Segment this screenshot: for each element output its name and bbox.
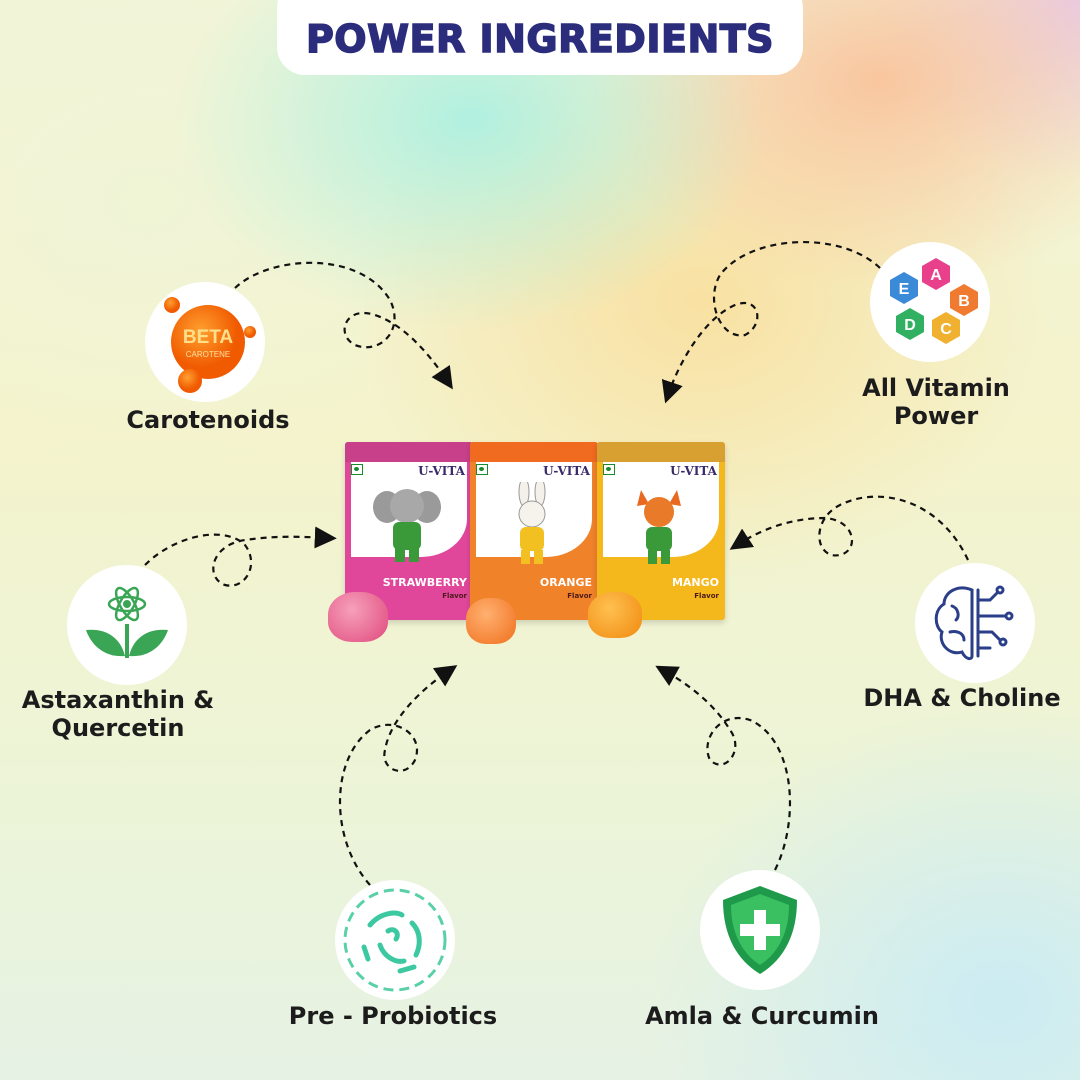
elephant-mascot-icon xyxy=(373,489,441,562)
label-astaxanthin: Astaxanthin &Quercetin xyxy=(22,686,214,742)
orange-gummy xyxy=(466,598,516,644)
label-dha: DHA & Choline xyxy=(863,684,1061,712)
label-probiotics: Pre - Probiotics xyxy=(288,1002,498,1030)
astaxanthin-icon-circle xyxy=(67,565,187,685)
vitamin-a: A xyxy=(930,267,942,284)
label-carotenoids: Carotenoids xyxy=(126,406,290,434)
flavor-sub: Flavor xyxy=(694,592,719,600)
arrow-probiotics xyxy=(338,665,458,886)
carotene-text: CAROTENE xyxy=(186,350,230,359)
dha-icon-circle xyxy=(915,563,1035,683)
title-banner: POWER INGREDIENTS xyxy=(277,0,803,75)
brand-name: U-VITA xyxy=(543,464,590,478)
vitamins-icon-circle: A B C D E xyxy=(870,242,990,362)
amla-icon-circle xyxy=(700,870,820,990)
bacteria-icon xyxy=(343,888,447,992)
flavor-name: ORANGE xyxy=(539,576,592,589)
fox-mascot-icon xyxy=(637,490,681,564)
arrow-vitamins xyxy=(661,241,881,404)
product-pack-strawberry: U-VITA STRAWBERRY Flavor xyxy=(345,442,473,620)
brand-name: U-VITA xyxy=(418,464,465,478)
arrow-carotenoids xyxy=(234,261,453,390)
bunny-mascot-icon xyxy=(518,482,546,564)
arrow-dha xyxy=(729,495,969,561)
flavor-name: MANGO xyxy=(671,576,719,589)
vitamin-e: E xyxy=(899,281,910,298)
mango-gummy xyxy=(588,592,642,638)
vitamin-b: B xyxy=(958,293,970,310)
beta-carotene-icon: BETA CAROTENE xyxy=(164,297,256,393)
shield-plus-icon xyxy=(723,886,797,974)
beta-text: BETA xyxy=(183,327,234,348)
label-line: Quercetin xyxy=(51,714,185,742)
label-line: Astaxanthin & xyxy=(21,686,215,714)
brand-name: U-VITA xyxy=(670,464,717,478)
label-line: All Vitamin xyxy=(862,374,1010,402)
probiotics-icon-circle xyxy=(335,880,455,1000)
vitamin-c: C xyxy=(940,321,952,338)
veg-mark-icon xyxy=(476,464,488,475)
flavor-sub: Flavor xyxy=(442,592,467,600)
vitamin-d: D xyxy=(904,317,916,334)
page-title: POWER INGREDIENTS xyxy=(305,16,775,62)
flavor-sub: Flavor xyxy=(567,592,592,600)
arrow-astaxanthin xyxy=(144,526,337,587)
vitamins-icon: A B C D E xyxy=(890,258,978,344)
product-pack-mango: U-VITA MANGO Flavor xyxy=(597,442,725,620)
strawberry-gummy xyxy=(328,592,388,642)
veg-mark-icon xyxy=(351,464,363,475)
arrow-amla xyxy=(655,665,791,871)
label-amla: Amla & Curcumin xyxy=(645,1002,879,1030)
flavor-name: STRAWBERRY xyxy=(382,576,467,589)
product-pack-orange: U-VITA ORANGE Flavor xyxy=(470,442,598,620)
label-line: Power xyxy=(893,402,979,430)
plant-atom-icon xyxy=(86,586,168,658)
brain-circuit-icon xyxy=(934,585,1014,661)
carotenoids-icon-circle: BETA CAROTENE xyxy=(145,282,265,402)
veg-mark-icon xyxy=(603,464,615,475)
